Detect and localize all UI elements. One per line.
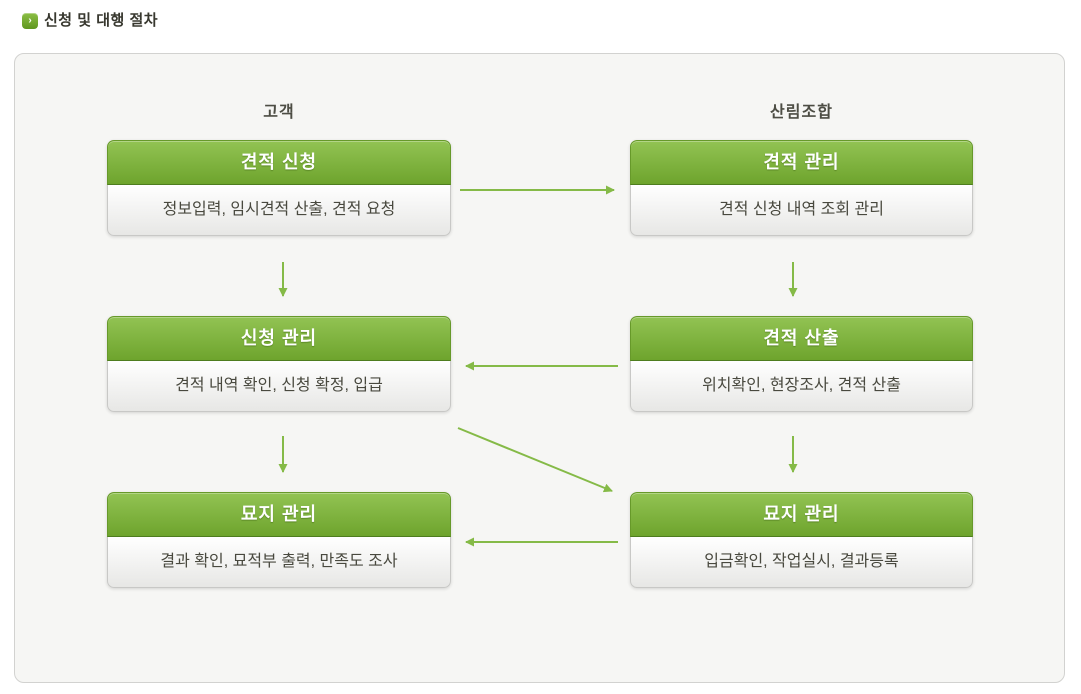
flow-box-estimate-request: 견적 신청 정보입력, 임시견적 산출, 견적 요청 (107, 140, 451, 236)
flow-box-title: 신청 관리 (107, 316, 451, 361)
flow-box-estimate-calculation: 견적 산출 위치확인, 현장조사, 견적 산출 (630, 316, 973, 412)
flow-box-desc: 견적 내역 확인, 신청 확정, 입급 (107, 361, 451, 412)
flow-box-title: 견적 신청 (107, 140, 451, 185)
flow-box-title: 묘지 관리 (107, 492, 451, 537)
flow-box-desc: 정보입력, 임시견적 산출, 견적 요청 (107, 185, 451, 236)
column-label-forest-coop: 산림조합 (770, 104, 833, 121)
flow-box-application-management: 신청 관리 견적 내역 확인, 신청 확정, 입급 (107, 316, 451, 412)
flow-box-desc: 위치확인, 현장조사, 견적 산출 (630, 361, 973, 412)
column-label-customer: 고객 (263, 104, 295, 121)
flow-box-title: 견적 관리 (630, 140, 973, 185)
flow-box-title: 묘지 관리 (630, 492, 973, 537)
flow-box-grave-management-coop: 묘지 관리 입금확인, 작업실시, 결과등록 (630, 492, 973, 588)
title-bullet-icon: › (22, 13, 38, 29)
flow-box-desc: 입금확인, 작업실시, 결과등록 (630, 537, 973, 588)
flow-box-desc: 견적 신청 내역 조회 관리 (630, 185, 973, 236)
flow-box-grave-management-customer: 묘지 관리 결과 확인, 묘적부 출력, 만족도 조사 (107, 492, 451, 588)
flow-box-desc: 결과 확인, 묘적부 출력, 만족도 조사 (107, 537, 451, 588)
flow-box-estimate-management: 견적 관리 견적 신청 내역 조회 관리 (630, 140, 973, 236)
flow-box-title: 견적 산출 (630, 316, 973, 361)
page-title: 신청 및 대행 절차 (44, 12, 159, 29)
